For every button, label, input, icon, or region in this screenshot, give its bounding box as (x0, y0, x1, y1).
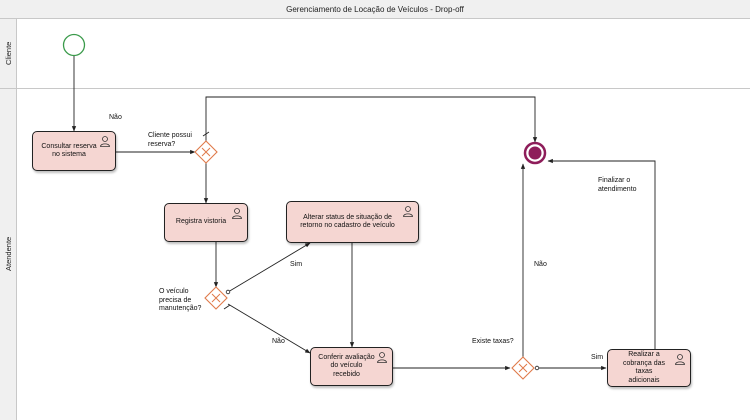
user-icon (100, 136, 110, 147)
task-alterar-status[interactable]: Alterar status de situação de retorno no… (286, 201, 419, 243)
label-cliente-possui-reserva: Cliente possui reserva? (148, 132, 192, 148)
flow-realizar-to-end (547, 158, 656, 349)
flow-gateway-sim-to-alterar (227, 242, 311, 293)
label-nao-manutencao: Não (272, 338, 285, 345)
flow-gateway-nao-to-conferir (227, 303, 311, 354)
label-existe-taxas: Existe taxas? (472, 338, 514, 345)
task-realizar-cobranca[interactable]: Realizar a cobrança das taxas adicionais (607, 349, 691, 387)
label-finalizar-atendimento: Finalizar o atendimento (598, 177, 637, 193)
start-event[interactable] (62, 33, 86, 57)
flow-gateway-nao-to-end (205, 96, 538, 143)
task-registra-vistoria[interactable]: Registra vistoria (164, 203, 248, 242)
end-event-fill (528, 146, 542, 160)
lane-header-atendente (0, 88, 17, 420)
task-alterar-status-label: Alterar status de situação de retorno no… (300, 213, 395, 230)
task-registra-vistoria-label: Registra vistoria (175, 218, 227, 226)
task-conferir-avaliacao[interactable]: Conferir avaliação do veículo recebido (310, 347, 393, 386)
diagram-title: Gerenciamento de Locação de Veículos - D… (0, 0, 750, 19)
task-consultar-reserva[interactable]: Consultar reserva no sistema (32, 131, 116, 171)
label-sim-manutencao: Sim (290, 261, 303, 268)
label-sim-taxas: Sim (591, 354, 604, 361)
user-icon (232, 208, 242, 219)
gateway-veiculo-manutencao[interactable] (204, 286, 228, 310)
user-icon (675, 354, 685, 365)
task-realizar-cobranca-label: Realizar a cobrança das taxas adicionais (622, 351, 666, 384)
task-consultar-reserva-label: Consultar reserva no sistema (41, 142, 97, 159)
gateway-cliente-possui-reserva[interactable] (194, 140, 218, 164)
lane-separator (0, 88, 750, 89)
lane-header-cliente (0, 19, 17, 88)
gateway-existe-taxas[interactable] (511, 356, 535, 380)
user-icon (377, 352, 387, 363)
label-nao-reserva: Não (109, 114, 122, 121)
label-veiculo-manutencao: O veículo precisa de manutenção? (159, 288, 202, 312)
task-conferir-avaliacao-label: Conferir avaliação do veículo recebido (318, 353, 375, 378)
user-icon (403, 206, 413, 217)
label-nao-taxas: Não (534, 261, 547, 268)
